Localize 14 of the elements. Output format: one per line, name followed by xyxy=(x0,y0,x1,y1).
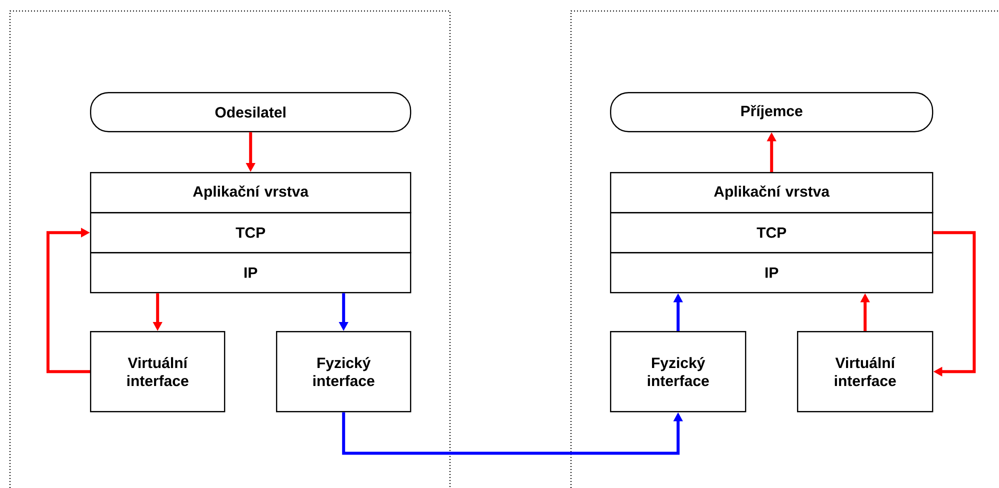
terminal-box: Odesilatel xyxy=(90,92,412,132)
layer-box: TCP xyxy=(610,212,934,254)
terminal-box: Příjemce xyxy=(610,92,934,132)
layer-box: IP xyxy=(90,252,412,294)
arrow xyxy=(933,231,976,376)
interface-box: Virtuální interface xyxy=(90,331,226,412)
layer-box: TCP xyxy=(90,212,412,254)
arrow xyxy=(46,228,90,374)
interface-box: Virtuální interface xyxy=(797,331,934,412)
layer-box: Aplikační vrstva xyxy=(90,172,412,214)
interface-box: Fyzický interface xyxy=(276,331,412,412)
layer-box: IP xyxy=(610,252,934,294)
interface-box: Fyzický interface xyxy=(610,331,746,412)
layer-box: Aplikační vrstva xyxy=(610,172,934,214)
